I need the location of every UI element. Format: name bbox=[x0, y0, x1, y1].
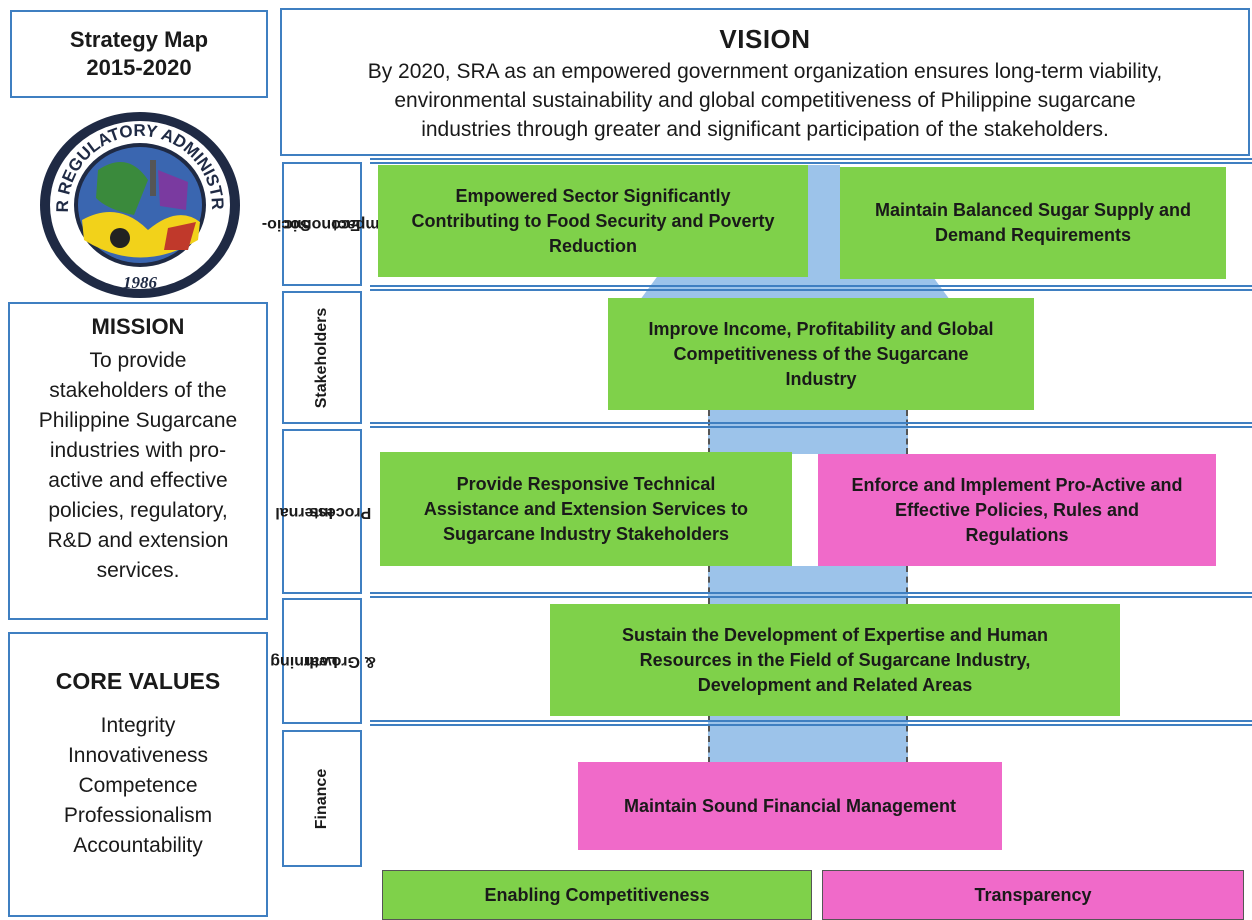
row-separator bbox=[370, 285, 1252, 291]
objective-improve-income: Improve Income, Profitability and Global… bbox=[608, 298, 1034, 410]
vision-box: VISION By 2020, SRA as an empowered gove… bbox=[280, 8, 1250, 156]
core-value-item: Professionalism bbox=[63, 804, 213, 827]
objective-financial-management: Maintain Sound Financial Management bbox=[578, 762, 1002, 850]
title-line-2: 2015-2020 bbox=[86, 55, 192, 80]
sra-logo: SUGAR REGULATORY ADMINISTRATION 1986 ★ ★ bbox=[31, 95, 242, 300]
core-value-item: Integrity bbox=[100, 714, 176, 737]
svg-text:★: ★ bbox=[100, 282, 109, 293]
perspective-finance: Finance bbox=[282, 730, 362, 867]
theme-enabling-competitiveness: Enabling Competitiveness bbox=[382, 870, 812, 920]
row-separator bbox=[370, 422, 1252, 428]
core-values-heading: CORE VALUES bbox=[55, 668, 221, 694]
objective-sustain-expertise: Sustain the Development of Expertise and… bbox=[550, 604, 1120, 716]
mission-text: To provide stakeholders of the Philippin… bbox=[38, 349, 238, 582]
core-value-item: Accountability bbox=[73, 834, 203, 857]
row-separator bbox=[370, 720, 1252, 726]
theme-transparency: Transparency bbox=[822, 870, 1244, 920]
mission-box: MISSION To provide stakeholders of the P… bbox=[8, 302, 268, 620]
flow-connector bbox=[708, 566, 908, 604]
row-separator bbox=[370, 158, 1252, 164]
core-value-item: Innovativeness bbox=[67, 744, 209, 767]
row-separator bbox=[370, 592, 1252, 598]
perspective-stakeholders: Stakeholders bbox=[282, 291, 362, 424]
perspective-learning-growth: Learning& Growth bbox=[270, 598, 376, 724]
vision-heading: VISION bbox=[719, 24, 811, 54]
flow-connector bbox=[708, 410, 908, 454]
mission-heading: MISSION bbox=[91, 314, 185, 339]
logo-year: 1986 bbox=[123, 273, 158, 292]
vision-text: By 2020, SRA as an empowered government … bbox=[367, 60, 1163, 141]
flow-connector bbox=[708, 715, 908, 763]
strategy-map-title: Strategy Map 2015-2020 bbox=[10, 10, 268, 98]
core-values-box: CORE VALUES Integrity Innovativeness Com… bbox=[8, 632, 268, 917]
svg-text:★: ★ bbox=[172, 282, 181, 293]
core-value-item: Competence bbox=[78, 774, 198, 797]
title-line-1: Strategy Map bbox=[69, 27, 209, 52]
